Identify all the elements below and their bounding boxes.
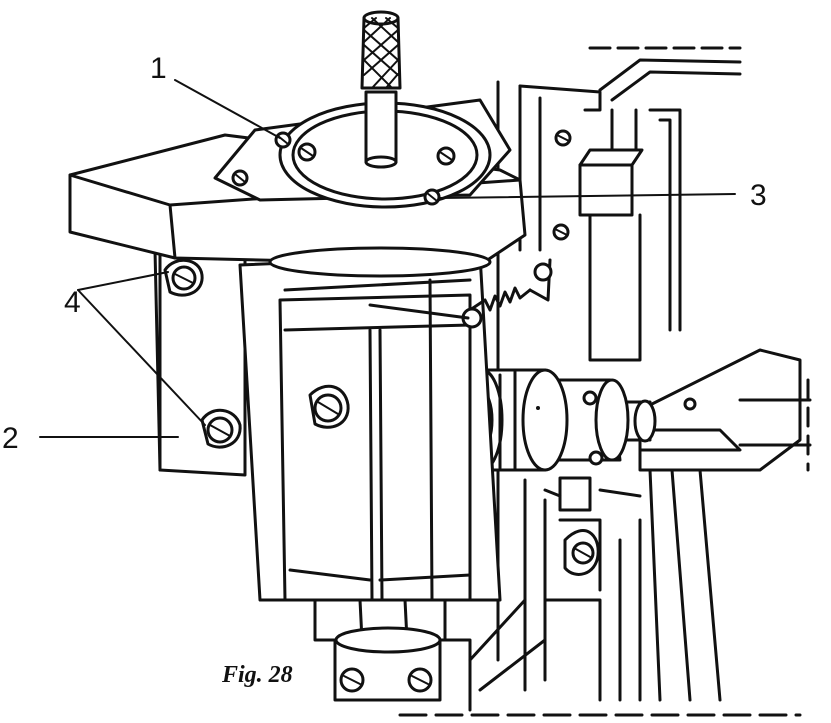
adjusting-rod: [360, 10, 402, 169]
drive-shaft: [598, 348, 812, 472]
figure-caption: Fig. 28: [221, 662, 293, 688]
callout-4: 4: [64, 286, 81, 319]
machine-frame: [398, 46, 810, 717]
callout-3: 3: [750, 179, 767, 212]
bearing-flange: [213, 98, 512, 209]
callout-2: 2: [2, 422, 19, 455]
clamp-block: [543, 476, 642, 576]
side-screws: [163, 259, 242, 449]
leader-lines: [39, 79, 736, 438]
main-housing: [153, 238, 553, 702]
callout-1: 1: [150, 52, 167, 85]
coupling-collar: [460, 368, 630, 472]
